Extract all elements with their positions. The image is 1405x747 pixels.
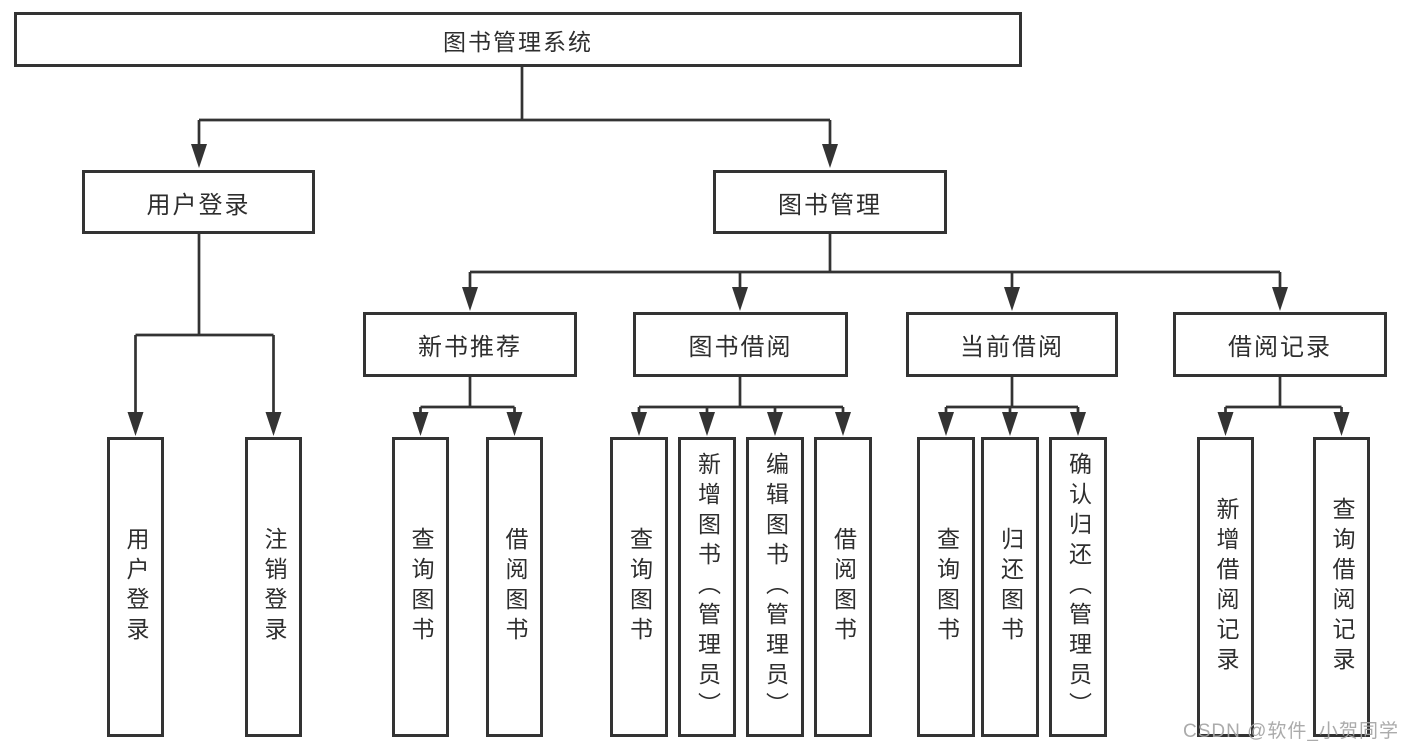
- leaf-label: 借阅图书: [830, 527, 857, 647]
- leaf-label: 查询图书: [626, 527, 653, 647]
- leaf-label: 归还图书: [997, 527, 1024, 647]
- arrow-icon: [1004, 287, 1020, 311]
- tree-edges: [134, 67, 1343, 416]
- arrow-icon: [462, 287, 478, 311]
- leaf-query-borrow-record: 查询借阅记录: [1313, 437, 1370, 737]
- leaf-borrow-books-recommend: 借阅图书: [486, 437, 543, 737]
- leaf-label: 查询图书: [933, 527, 960, 647]
- arrow-icon: [1272, 287, 1288, 311]
- leaf-label: 编辑图书（管理员）: [762, 452, 789, 722]
- leaf-confirm-return-admin: 确认归还（管理员）: [1049, 437, 1107, 737]
- leaf-return-books: 归还图书: [981, 437, 1039, 737]
- leaf-label: 借阅图书: [502, 527, 528, 647]
- arrow-icon: [1002, 412, 1018, 436]
- node-book-borrowing: 图书借阅: [633, 312, 848, 377]
- leaf-label: 用户登录: [123, 527, 149, 647]
- leaf-borrow-books-borrowing: 借阅图书: [814, 437, 872, 737]
- arrow-icon: [412, 412, 429, 436]
- arrow-icon: [506, 412, 523, 436]
- node-book-management: 图书管理: [713, 170, 947, 234]
- leaf-query-books-borrowing: 查询图书: [610, 437, 668, 737]
- leaf-add-borrow-record: 新增借阅记录: [1197, 437, 1254, 737]
- arrow-icon: [835, 412, 851, 436]
- node-new-book-recommendation: 新书推荐: [363, 312, 577, 377]
- watermark: CSDN @软件_小贺同学: [1183, 721, 1399, 742]
- arrow-icon: [1333, 412, 1350, 436]
- arrow-icon: [127, 412, 144, 436]
- leaf-label: 新增借阅记录: [1213, 497, 1239, 677]
- leaf-label: 确认归还（管理员）: [1065, 452, 1092, 722]
- arrow-icon: [1070, 412, 1086, 436]
- node-user-login: 用户登录: [82, 170, 315, 234]
- arrow-icon: [822, 144, 838, 168]
- node-borrowing-records: 借阅记录: [1173, 312, 1387, 377]
- arrow-icon: [699, 412, 715, 436]
- arrow-icon: [938, 412, 954, 436]
- leaf-label: 新增图书（管理员）: [694, 452, 721, 722]
- leaf-logout: 注销登录: [245, 437, 302, 737]
- arrow-icon: [732, 287, 748, 311]
- arrow-icon: [1217, 412, 1234, 436]
- leaf-user-login: 用户登录: [107, 437, 164, 737]
- leaf-add-books-admin: 新增图书（管理员）: [678, 437, 736, 737]
- node-current-borrowing: 当前借阅: [906, 312, 1118, 377]
- leaf-label: 查询借阅记录: [1329, 497, 1355, 677]
- node-library-management-system: 图书管理系统: [14, 12, 1022, 67]
- leaf-label: 注销登录: [261, 527, 287, 647]
- arrow-icon: [631, 412, 647, 436]
- arrow-icon: [191, 144, 207, 168]
- leaf-label: 查询图书: [408, 527, 434, 647]
- arrow-icon: [767, 412, 783, 436]
- leaf-query-books-recommend: 查询图书: [392, 437, 449, 737]
- arrowheads: [127, 144, 1350, 436]
- leaf-edit-books-admin: 编辑图书（管理员）: [746, 437, 804, 737]
- arrow-icon: [265, 412, 282, 436]
- leaf-query-books-current: 查询图书: [917, 437, 975, 737]
